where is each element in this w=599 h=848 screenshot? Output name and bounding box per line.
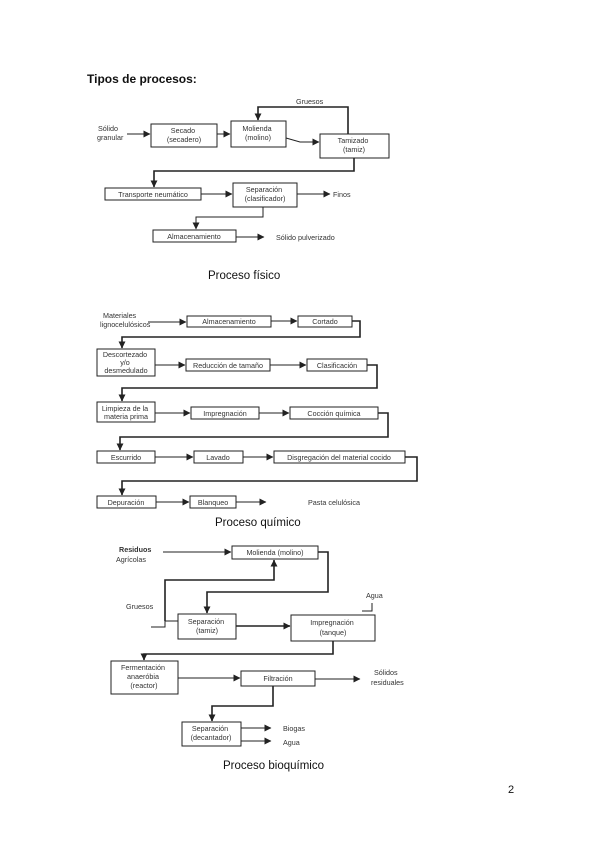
pulverized-solid-label: Sólido pulverizado	[276, 233, 335, 242]
bleaching-label: Blanqueo	[198, 498, 228, 507]
grinding-box	[230, 120, 287, 148]
storage-box	[152, 229, 237, 243]
drying-label: Secado (secadero)	[167, 126, 201, 144]
biogas-label: Biogas	[283, 724, 305, 733]
debarking-box	[96, 348, 156, 377]
grinding-label: Molienda (molino)	[242, 124, 273, 142]
draining-label: Escurrido	[111, 453, 141, 462]
cellulose-pulp-label: Pasta celulósica	[308, 498, 360, 507]
chemical-process-diagram: Materiales lignocelulósicos Almacenamien…	[96, 311, 418, 529]
classifier-label: Separación (clasificador)	[245, 185, 286, 203]
filtration-label: Filtración	[263, 674, 292, 683]
water-input-label: Agua	[366, 591, 383, 600]
sieving-label: Tamizado (tamiz)	[338, 136, 371, 154]
biochemical-process-caption: Proceso bioquímico	[223, 760, 324, 772]
bio-separation-box	[177, 613, 237, 640]
drying-box	[150, 123, 218, 148]
disintegration-label: Disgregación del material cocido	[287, 453, 391, 462]
biochemical-process-diagram: Residuos Agrícolas Molienda (molino) Gru…	[110, 545, 404, 772]
bio-grinding-label: Molienda (molino)	[246, 548, 303, 557]
decanter-box	[181, 721, 242, 747]
bio-coarse-label: Gruesos	[126, 602, 154, 611]
classification-label: Clasificación	[317, 361, 357, 370]
cooking-label: Cocción química	[307, 409, 360, 418]
water-output-label: Agua	[283, 738, 300, 747]
debarking-label: Descortezado y/o desmedulado	[103, 350, 149, 375]
residual-solids-label: Sólidos residuales	[371, 668, 404, 687]
chem-storage-label: Almacenamiento	[202, 317, 256, 326]
cleaning-box	[96, 401, 156, 423]
fermentation-label: Fermentación anaeróbia (reactor)	[121, 663, 167, 690]
page-heading: Tipos de procesos:	[87, 72, 197, 86]
washing-label: Lavado	[206, 453, 230, 462]
physical-process-caption: Proceso físico	[208, 270, 280, 282]
physical-input-label: Sólido granular	[97, 124, 124, 142]
storage-label: Almacenamiento	[167, 232, 221, 241]
coarse-label: Gruesos	[296, 97, 324, 106]
decanter-label: Separación (decantador)	[191, 724, 232, 742]
bio-separation-label: Separación (tamiz)	[188, 617, 226, 635]
size-reduction-label: Reducción de tamaño	[193, 361, 263, 370]
bio-impregnation-label: Impregnación (tanque)	[310, 618, 356, 637]
physical-process-diagram: Sólido granular Secado (secadero) Molien…	[97, 97, 390, 282]
sieving-box	[319, 133, 390, 159]
cutting-label: Cortado	[312, 317, 338, 326]
chemical-input-label: Materiales lignocelulósicos	[100, 311, 151, 329]
pneumatic-transport-label: Transporte neumático	[118, 190, 188, 199]
classifier-box	[232, 182, 298, 208]
impregnation-label: Impregnación	[203, 409, 247, 418]
chemical-process-caption: Proceso químico	[215, 517, 301, 529]
page-number: 2	[508, 784, 515, 796]
biochemical-input-label: Residuos Agrícolas	[116, 545, 153, 564]
purification-label: Depuración	[108, 498, 145, 507]
fines-label: Finos	[333, 190, 351, 199]
fermentation-box	[110, 660, 179, 695]
cleaning-label: Limpieza de la materia prima	[102, 404, 150, 421]
